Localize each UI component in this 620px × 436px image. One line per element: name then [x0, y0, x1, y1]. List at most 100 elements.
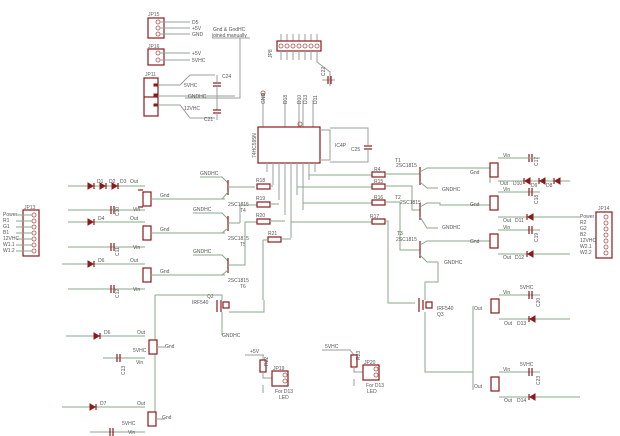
r23-label: R23 — [356, 351, 362, 360]
vin-label: Vin — [503, 225, 510, 231]
jp19-ref: JP19 — [273, 366, 285, 372]
r21-label: R21 — [268, 231, 277, 237]
c25-label: C25 — [351, 147, 360, 153]
jp11-pin-12vhc: 12VHC — [184, 106, 201, 112]
vin-label: Vin — [503, 290, 510, 296]
capacitor-c22: C22 — [321, 67, 335, 84]
jp14-pin-power: Power — [580, 214, 595, 220]
c22-label: C22 — [321, 67, 327, 76]
5vhc-label: 5VHC — [122, 421, 136, 427]
vin-label: Vin — [133, 287, 140, 293]
note-gnd-joined-2: joined manually — [211, 33, 247, 39]
jp14-ref: JP14 — [598, 206, 610, 212]
connector-jp15: JP15 D5 +5V GND — [147, 12, 204, 39]
c10-label: C10 — [115, 207, 121, 216]
transistor-t6: GNDHC 2SC1815 T6 — [193, 249, 249, 290]
jp19-caption: For D13 — [275, 389, 293, 395]
jp20-ref: JP20 — [364, 360, 376, 366]
gndhc-label: GNDHC — [193, 249, 212, 255]
d3-label: D3 — [120, 179, 127, 185]
d7-label: D7 — [100, 401, 107, 407]
vin-label: Vin — [136, 360, 143, 366]
jp15-pin-gnd: GND — [192, 32, 204, 38]
gndhc-label: GNDHC — [193, 207, 212, 213]
gnd-label: Gnd — [162, 415, 172, 421]
gndhc-label: GNDHC — [200, 171, 219, 177]
d9-label: D9 — [531, 183, 538, 189]
gndhc-label: GNDHC — [442, 225, 461, 231]
t3-part: 2SC1815 — [396, 237, 417, 243]
vin-label: Vin — [503, 153, 510, 159]
t2-part: 2SC1815 — [400, 200, 421, 206]
d13-label: D13 — [517, 321, 526, 327]
c20-label: C20 — [536, 298, 542, 307]
transistor-t3: T3 2SC1815 GNDHC — [396, 231, 490, 300]
out-label: Out — [137, 401, 146, 407]
jp16-pin-5vhc: 5VHC — [192, 58, 206, 64]
r4-label: R4 — [374, 167, 381, 173]
jp14-pin-g2: G2 — [580, 226, 587, 232]
out-label: Out — [130, 216, 139, 222]
r22-label: R22 — [264, 357, 270, 366]
channel-right-2: Gnd Vin C18 Out D11 — [470, 187, 580, 224]
r17-label: R17 — [370, 214, 379, 220]
connector-jp19: +5V R22 JP19 For D13 LED — [245, 349, 293, 401]
jp13-ref: JP13 — [24, 205, 36, 211]
jp16-ref: JP16 — [148, 44, 160, 50]
vin-label: Vin — [133, 245, 140, 251]
t6-part: 2SC1815 — [228, 278, 249, 284]
connector-jp14: JP14 Power R2 G2 B2 12VHC W2.1 W2.2 — [580, 206, 613, 259]
channel-right-4: Out 5VHC Vin C20 Out D13 — [474, 285, 570, 327]
gnd-label: Gnd — [470, 202, 480, 208]
c13-label: C13 — [121, 366, 127, 375]
jp11-pin-gndhc: GNDHC — [188, 94, 207, 100]
t5-part: 2SC1815 — [228, 236, 249, 242]
gndhc-label: GNDHC — [444, 260, 463, 266]
t4-ref: T4 — [240, 208, 246, 214]
5vhc-label: 5VHC — [133, 348, 147, 354]
ic-part: 74HC595N — [252, 133, 258, 158]
jp8-ref: JP8 — [268, 49, 274, 58]
out-label: Out — [503, 255, 512, 261]
gnd-label: Gnd — [160, 193, 170, 199]
gnd-label: Gnd — [160, 227, 170, 233]
d1-label: D1 — [97, 179, 104, 185]
capacitor-c24: C24 — [213, 74, 231, 110]
q2-part: IRF540 — [192, 300, 209, 306]
jp11-pin-5vhc: 5VHC — [184, 83, 198, 89]
out-label: Out — [137, 330, 146, 336]
vin-label: Vin — [503, 367, 510, 373]
jp13-pin-b1: B1 — [3, 230, 9, 236]
d6-bottom-label: D6 — [104, 330, 111, 336]
c21-label: C21 — [204, 117, 213, 123]
t4-part: 2SC1815 — [228, 202, 249, 208]
jp11-ref: JP11 — [145, 72, 156, 78]
channel-left-4: D6 Out 5VHC Vin C13 Gnd — [66, 330, 175, 375]
t5-ref: T5 — [240, 242, 246, 248]
out-label: Out — [474, 306, 483, 312]
jp15-pin-5v: +5V — [192, 26, 202, 32]
channel-right-5: Out 5VHC Vin C23 Out D14 — [474, 362, 580, 404]
gnd-label: Gnd — [165, 344, 175, 350]
gndhc-label: GNDHC — [442, 187, 461, 193]
out-label: Out — [130, 258, 139, 264]
jp15-ref: JP15 — [148, 12, 160, 18]
r19-label: R19 — [256, 196, 265, 202]
d10-label: D10 — [513, 181, 522, 187]
mosfet-q2: Q2 IRF540 GNDHC — [154, 294, 265, 420]
d6-label: D6 — [98, 258, 105, 264]
jp13-pin-w11: W1.1 — [3, 242, 15, 248]
out-label: Out — [130, 179, 139, 185]
channel-left-3: D6 Out Vin C12 Gnd — [62, 258, 225, 298]
channel-left-5: D7 Out 5VHC Vin Gnd — [62, 401, 172, 436]
c12-label: C12 — [115, 289, 121, 298]
gnd-label: Gnd — [160, 269, 170, 275]
channel-right-1: Gnd Vin C17 Out D10 D9 D8 — [470, 153, 570, 189]
gnd-label: Gnd — [470, 239, 480, 245]
out-label: Out — [503, 218, 512, 224]
ic-shift-register: GND D18 D10 D13 D11 74HC595N IC4P C25 — [252, 90, 372, 238]
d14-label: D14 — [517, 398, 526, 404]
r15-label: R15 — [374, 179, 383, 185]
ic-pin-d10: D10 — [297, 95, 303, 104]
c18-label: C18 — [534, 195, 540, 204]
